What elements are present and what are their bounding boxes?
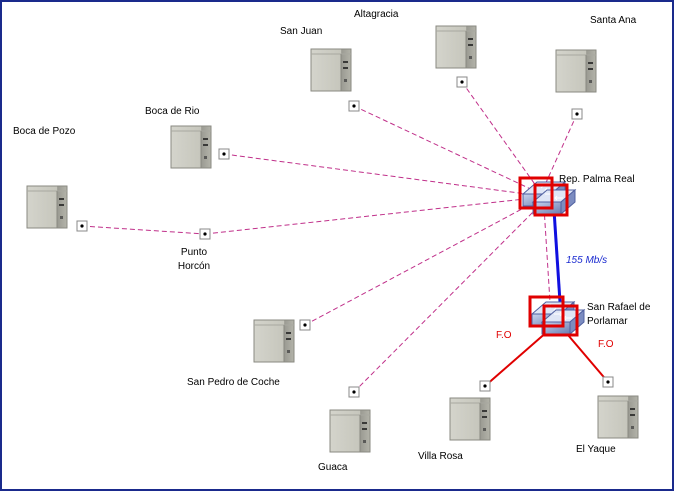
- backbone-link: [552, 209, 562, 303]
- node-boca-de-pozo: [76, 220, 88, 232]
- label-san-pedro: San Pedro de Coche: [187, 377, 280, 388]
- fiber-link-villa-rosa: [484, 330, 549, 387]
- label-san-juan: San Juan: [280, 26, 323, 37]
- label-punto-horcon: Punto Horcón: [174, 247, 214, 273]
- link-santa-ana: [543, 113, 578, 188]
- highlight-san-rafael-a: [528, 295, 565, 328]
- label-bandwidth: 155 Mb/s: [566, 255, 608, 266]
- node-santa-ana: [571, 108, 583, 120]
- link-boca-de-rio: [223, 153, 535, 196]
- node-san-juan: [348, 100, 360, 112]
- wireless-links: [81, 81, 578, 393]
- highlight-san-rafael-b: [542, 304, 579, 337]
- label-fiber-right: F.O: [598, 339, 614, 350]
- node-altagracia: [456, 76, 468, 88]
- cabinet-boca-de-pozo: [26, 185, 68, 229]
- label-boca-de-rio: Boca de Rio: [145, 106, 200, 117]
- link-boca-de-pozo: [81, 225, 206, 235]
- link-punto-horcon: [204, 197, 535, 235]
- label-san-rafael-line2: Porlamar: [587, 316, 628, 327]
- node-villa-rosa: [479, 380, 491, 392]
- cabinet-boca-de-rio: [170, 125, 212, 169]
- cabinet-guaca: [329, 409, 371, 453]
- label-punto-horcon-line2: Horcón: [177, 261, 211, 272]
- node-guaca: [348, 386, 360, 398]
- node-punto-horcon: [199, 228, 211, 240]
- label-boca-de-pozo: Boca de Pozo: [13, 126, 76, 137]
- cabinet-altagracia: [435, 25, 477, 69]
- cabinet-villa-rosa: [449, 397, 491, 441]
- label-altagracia: Altagracia: [354, 9, 399, 20]
- node-san-pedro: [299, 319, 311, 331]
- link-san-juan: [353, 105, 538, 193]
- cabinet-el-yaque: [597, 395, 639, 439]
- fiber-links: [484, 330, 609, 387]
- node-boca-de-rio: [218, 148, 230, 160]
- fiber-link-el-yaque: [567, 334, 609, 383]
- label-guaca: Guaca: [318, 462, 348, 473]
- link-altagracia: [461, 81, 540, 191]
- label-fiber-left: F.O: [496, 330, 512, 341]
- link-core-wireless: [543, 206, 551, 303]
- node-el-yaque: [602, 376, 614, 388]
- label-punto-horcon-line1: Punto: [180, 247, 208, 258]
- cabinet-santa-ana: [555, 49, 597, 93]
- label-villa-rosa: Villa Rosa: [418, 451, 463, 462]
- link-san-pedro: [304, 201, 536, 326]
- label-san-rafael: San Rafael de Porlamar: [587, 302, 650, 328]
- link-guaca: [353, 205, 540, 393]
- cabinet-san-pedro: [253, 319, 295, 363]
- label-san-rafael-line1: San Rafael de: [587, 302, 651, 313]
- label-santa-ana: Santa Ana: [590, 15, 637, 26]
- label-el-yaque: El Yaque: [576, 444, 616, 455]
- label-palma-real: Rep. Palma Real: [559, 174, 635, 185]
- cabinet-san-juan: [310, 48, 352, 92]
- highlight-palma-real-b: [533, 183, 569, 217]
